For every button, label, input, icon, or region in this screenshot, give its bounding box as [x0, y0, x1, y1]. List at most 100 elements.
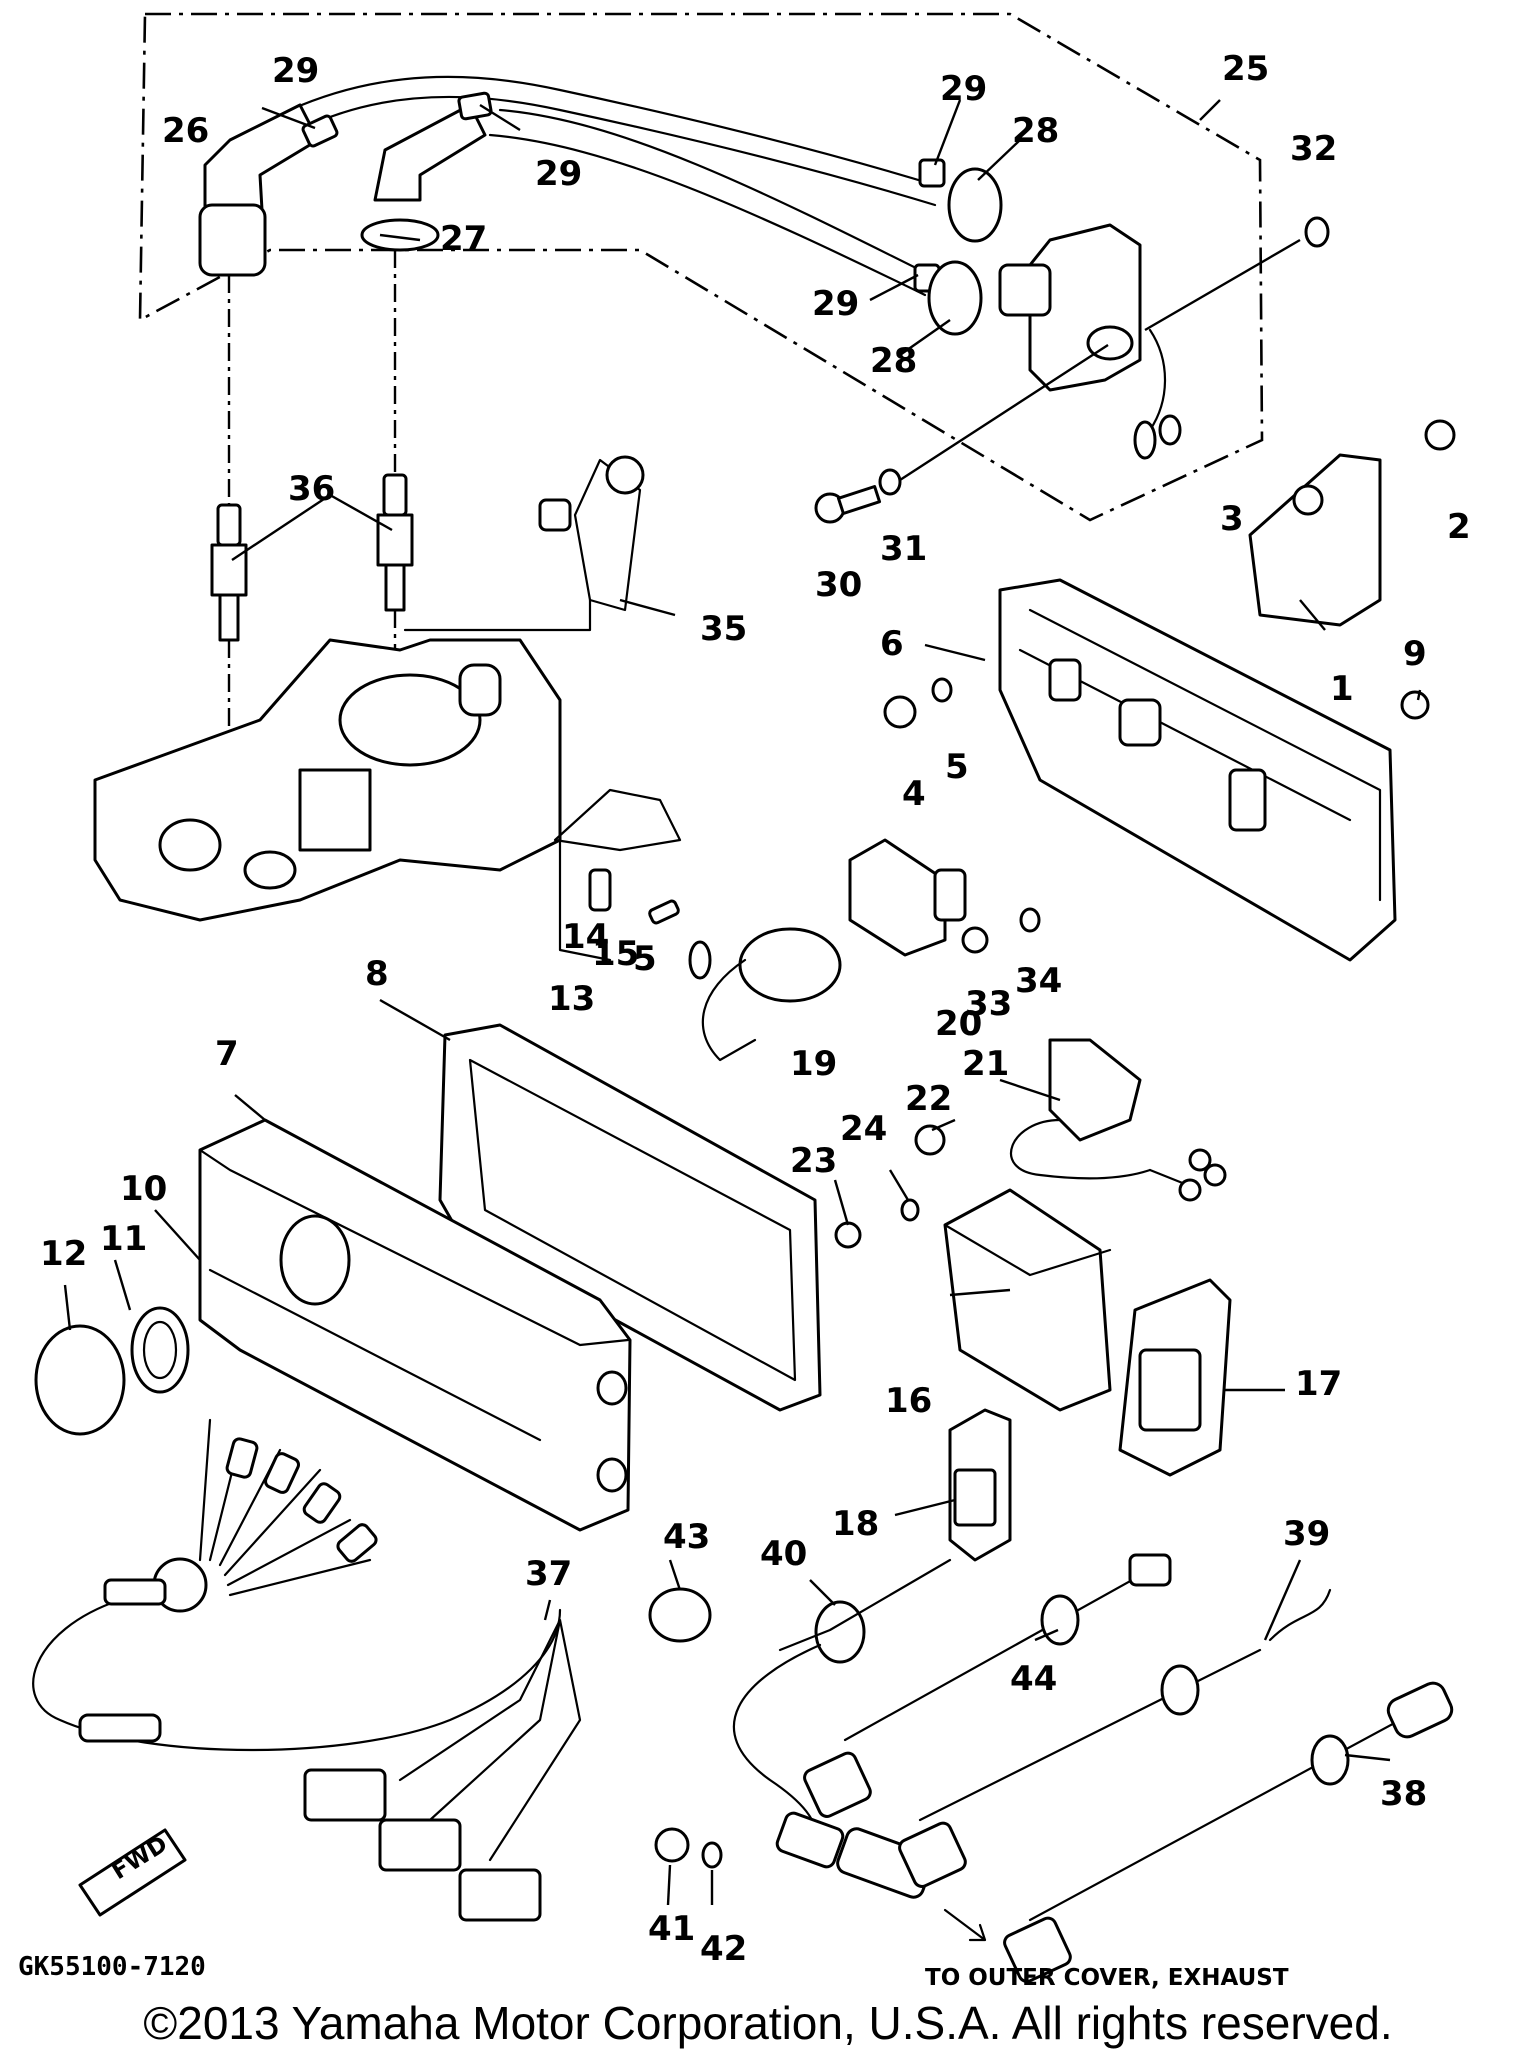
spark-plug-cap-27: [360, 103, 487, 252]
callout-23: 23: [790, 1141, 837, 1181]
high-tension-cord-1b: [298, 95, 937, 207]
high-tension-cord-2b: [488, 133, 927, 297]
spark-plug-2: [376, 473, 414, 612]
screw-41: [654, 1827, 690, 1863]
ignition-coil: [927, 167, 1182, 460]
spark-plug-cap-26: [198, 103, 320, 277]
bracket-13: [553, 788, 682, 962]
screw-23: [834, 1221, 862, 1249]
callout-1: 1: [1330, 669, 1354, 709]
callout-numbers: 29 26 29 27 25 29 28 29 28 32 30 31 3 2 …: [40, 49, 1471, 1969]
electrical-box: [998, 578, 1397, 962]
callout-6: 6: [880, 624, 904, 664]
callout-5: 5: [945, 747, 969, 787]
exhaust-note: TO OUTER COVER, EXHAUST: [925, 1965, 1289, 1991]
fwd-arrow-icon: FWD: [78, 1828, 187, 1917]
callout-22: 22: [905, 1079, 952, 1119]
callout-40: 40: [760, 1534, 807, 1574]
copyright-notice: ©2013 Yamaha Motor Corporation, U.S.A. A…: [143, 1997, 1393, 2049]
callout-32: 32: [1290, 129, 1337, 169]
callout-29: 29: [272, 51, 319, 91]
washer-34: [1019, 907, 1041, 933]
washer-5: [931, 677, 953, 703]
callout-24: 24: [840, 1109, 887, 1149]
callout-21: 21: [962, 1044, 1009, 1084]
cable-44: [803, 1553, 1172, 1818]
nut-4: [883, 695, 917, 729]
callout-41: 41: [648, 1909, 695, 1949]
callout-16: 16: [885, 1381, 932, 1421]
cable-39: [898, 1588, 1332, 1888]
nut-3: [1292, 484, 1324, 516]
cap-32: [1304, 216, 1330, 248]
high-tension-cord-2: [498, 108, 932, 277]
wire-harness-37: [32, 1418, 582, 1922]
washer-31: [878, 468, 902, 496]
lead-clamp-1: [301, 114, 339, 148]
control-unit-21: [1010, 1038, 1227, 1202]
callout-29: 29: [940, 69, 987, 109]
callout-37: 37: [525, 1554, 572, 1594]
high-tension-cord-1: [288, 75, 937, 187]
leader-lines: [63, 99, 1422, 1906]
callout-26: 26: [162, 111, 209, 151]
callout-29: 29: [812, 284, 859, 324]
callout-42: 42: [700, 1929, 747, 1969]
seal-11: [130, 1306, 190, 1394]
cdi-unit-16: [943, 1188, 1112, 1412]
callout-12: 12: [40, 1234, 87, 1274]
screw-2: [1424, 419, 1456, 451]
callout-27: 27: [440, 219, 487, 259]
callout-13: 13: [548, 979, 595, 1019]
band-43: [648, 1587, 712, 1643]
note-arrow-icon: [943, 1908, 987, 1942]
spark-plug-1: [210, 503, 248, 642]
callout-38: 38: [1380, 1774, 1427, 1814]
callout-31: 31: [880, 529, 927, 569]
lead-clamp-2: [457, 91, 493, 121]
washer-24: [900, 1198, 920, 1222]
callout-8: 8: [365, 954, 389, 994]
screw-33: [961, 926, 989, 954]
callout-2: 2: [1447, 507, 1471, 547]
callout-7: 7: [215, 1034, 239, 1074]
clip-22: [914, 1124, 946, 1156]
cable-38: [1003, 1681, 1454, 1983]
ignition-coil-assembly-outline: [138, 12, 1264, 522]
relay-19: [688, 927, 842, 1062]
catalog-code: GK55100-7120: [18, 1952, 206, 1982]
callout-18: 18: [832, 1504, 879, 1544]
callout-29: 29: [535, 154, 582, 194]
callout-3: 3: [1220, 499, 1244, 539]
callout-36: 36: [288, 469, 335, 509]
callout-34: 34: [1015, 961, 1062, 1001]
callout-4: 4: [902, 774, 926, 814]
sensor-20: [848, 838, 967, 957]
callout-28: 28: [1012, 111, 1059, 151]
callout-15: 15: [592, 934, 639, 974]
callout-5: 5: [633, 939, 657, 979]
bracket-35: [403, 455, 645, 632]
callout-25: 25: [1222, 49, 1269, 89]
callout-11: 11: [100, 1219, 147, 1259]
callout-28: 28: [870, 341, 917, 381]
lead-clamp-3: [918, 158, 946, 188]
callout-19: 19: [790, 1044, 837, 1084]
callout-20: 20: [935, 1004, 982, 1044]
callout-35: 35: [700, 609, 747, 649]
callout-10: 10: [120, 1169, 167, 1209]
callout-39: 39: [1283, 1514, 1330, 1554]
screw-9: [1400, 690, 1430, 720]
connector-15: [648, 899, 680, 925]
callout-17: 17: [1295, 1364, 1342, 1404]
callout-43: 43: [663, 1517, 710, 1557]
cap-12: [34, 1324, 126, 1436]
callout-44: 44: [1010, 1659, 1057, 1699]
callout-9: 9: [1403, 634, 1427, 674]
callout-30: 30: [815, 565, 862, 605]
callout-33: 33: [965, 984, 1012, 1024]
washer-42: [701, 1841, 723, 1869]
bolt-30: [814, 485, 882, 524]
gasket-8: [438, 1023, 822, 1412]
